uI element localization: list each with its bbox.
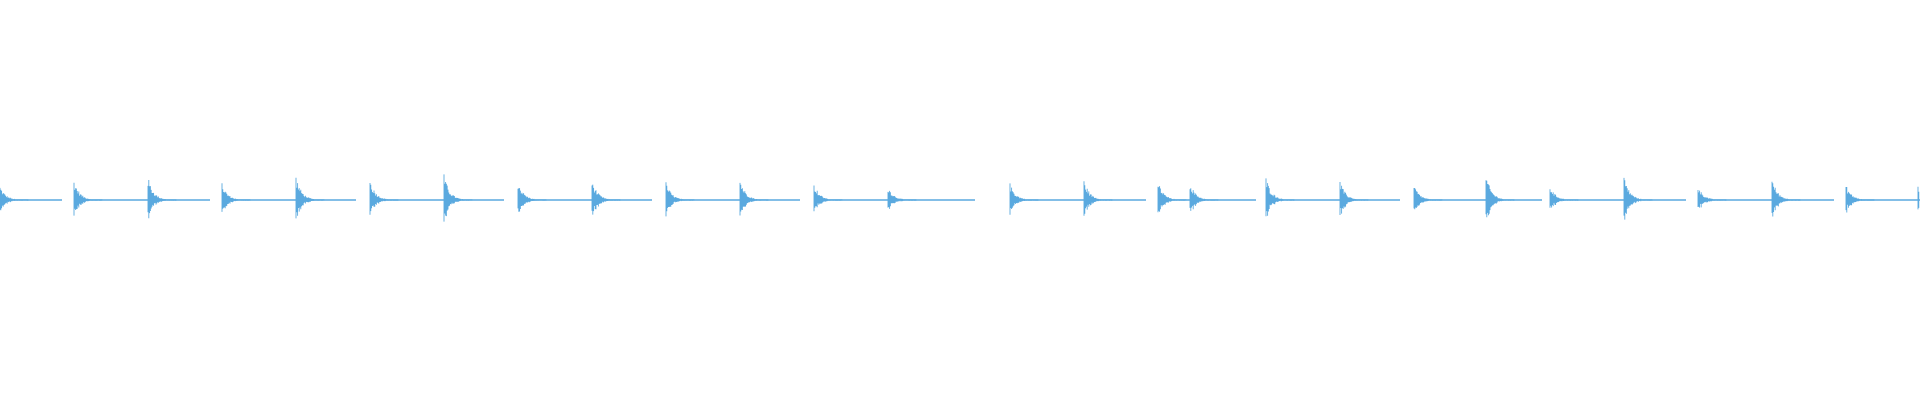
waveform-transient: [1485, 180, 1515, 218]
waveform-transient: [1917, 186, 1920, 210]
waveform-transient: [369, 183, 399, 215]
waveform-transient: [813, 185, 843, 212]
waveform-transient: [1771, 181, 1801, 217]
waveform-transient: [1189, 188, 1219, 211]
waveform-transient: [295, 177, 325, 219]
waveform-transient: [0, 187, 29, 211]
waveform-transient: [1623, 177, 1653, 220]
waveform-transient: [887, 190, 917, 209]
waveform-transient: [73, 182, 103, 216]
waveform-transient: [443, 174, 473, 222]
waveform-transient: [1265, 178, 1295, 217]
waveform-transient: [1845, 187, 1875, 213]
waveform-transient: [1413, 188, 1443, 210]
waveform-transient: [591, 184, 621, 215]
waveform-transient: [517, 188, 547, 212]
waveform-transient: [1157, 186, 1187, 213]
waveform-transient: [1549, 189, 1579, 208]
waveform-transient: [665, 182, 695, 217]
waveform-transient: [739, 182, 769, 216]
waveform-transient: [1697, 190, 1727, 208]
waveform-segments: [0, 174, 1920, 222]
waveform-transient: [1083, 181, 1113, 216]
waveform-transient: [1009, 183, 1039, 215]
waveform-transient: [147, 180, 177, 219]
waveform-transient: [221, 183, 251, 212]
waveform-transient: [1339, 182, 1369, 215]
